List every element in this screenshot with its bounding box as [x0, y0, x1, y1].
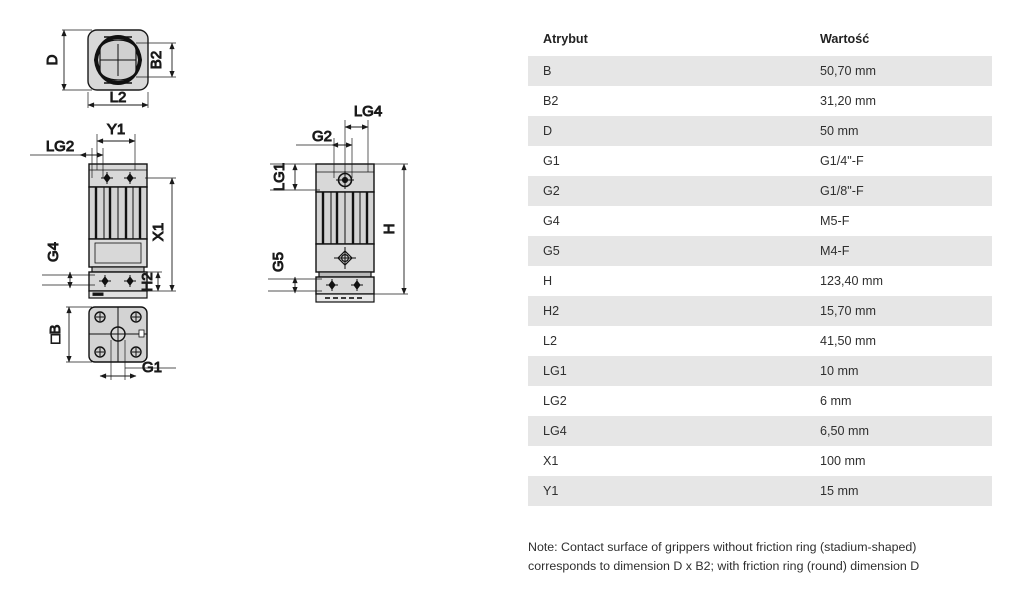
cell-attribute: LG1: [543, 364, 567, 378]
specification-table: Atrybut Wartość B 50,70 mm B2 31,20 mm D 50 m…: [528, 22, 992, 506]
cell-value: G1/4"-F: [820, 154, 864, 168]
cell-value: 6 mm: [820, 394, 852, 408]
cell-value: 15 mm: [820, 484, 859, 498]
table-row: LG4 6,50 mm: [528, 416, 992, 446]
table-row: B 50,70 mm: [528, 56, 992, 86]
dim-label-Y1: Y1: [107, 121, 125, 138]
dim-label-B2: B2: [148, 51, 165, 69]
cell-attribute: X1: [543, 454, 559, 468]
dim-label-B-square: □B: [47, 324, 64, 343]
technical-drawing-panel: D B2 L2: [30, 29, 408, 380]
dim-label-G2: G2: [312, 128, 332, 145]
cell-value: 50,70 mm: [820, 64, 876, 78]
dim-label-H2: H2: [139, 272, 156, 291]
table-row: LG1 10 mm: [528, 356, 992, 386]
cell-value: 31,20 mm: [820, 94, 876, 108]
column-header-value: Wartość: [820, 32, 870, 46]
cell-value: 100 mm: [820, 454, 866, 468]
table-row: G4 M5-F: [528, 206, 992, 236]
cell-value: M5-F: [820, 214, 850, 228]
cell-attribute: G5: [543, 244, 560, 258]
dim-label-G4: G4: [45, 242, 62, 262]
cell-attribute: B2: [543, 94, 559, 108]
cell-attribute: LG2: [543, 394, 567, 408]
cell-attribute: G2: [543, 184, 560, 198]
column-header-attribute: Atrybut: [543, 32, 588, 46]
table-row: B2 31,20 mm: [528, 86, 992, 116]
table-row: G5 M4-F: [528, 236, 992, 266]
cell-attribute: G4: [543, 214, 560, 228]
cell-value: G1/8"-F: [820, 184, 864, 198]
dim-label-LG2: LG2: [46, 138, 74, 155]
cell-value: 41,50 mm: [820, 334, 876, 348]
table-row: D 50 mm: [528, 116, 992, 146]
cell-value: 15,70 mm: [820, 304, 876, 318]
table-row: L2 41,50 mm: [528, 326, 992, 356]
dim-label-H: H: [381, 224, 398, 235]
table-row: LG2 6 mm: [528, 386, 992, 416]
cell-attribute: D: [543, 124, 553, 138]
dim-label-X1: X1: [150, 223, 167, 241]
note-line-2: corresponds to dimension D x B2; with fr…: [528, 559, 920, 573]
dim-label-L2: L2: [110, 89, 127, 106]
front-view: Y1 LG2 X1 H2 G4: [30, 121, 176, 299]
dim-label-LG4: LG4: [354, 103, 382, 120]
table-header-row: Atrybut Wartość: [528, 22, 992, 56]
note-line-1: Note: Contact surface of grippers withou…: [528, 540, 917, 554]
dim-label-D: D: [44, 54, 61, 65]
dim-label-LG1: LG1: [271, 163, 288, 191]
cell-value: 123,40 mm: [820, 274, 883, 288]
table-row: G2 G1/8"-F: [528, 176, 992, 206]
table-row: H 123,40 mm: [528, 266, 992, 296]
dim-label-G5: G5: [270, 252, 287, 272]
top-view: D B2 L2: [44, 29, 176, 108]
side-view: LG4 G2 LG1 G5: [268, 103, 408, 303]
technical-drawing: D B2 L2: [30, 29, 408, 380]
bottom-view: □B G1: [47, 306, 176, 380]
cell-value: 50 mm: [820, 124, 859, 138]
note-block: Note: Contact surface of grippers withou…: [528, 538, 998, 576]
cell-attribute: H: [543, 274, 553, 288]
table-row: Y1 15 mm: [528, 476, 992, 506]
cell-attribute: G1: [543, 154, 560, 168]
dim-label-G1: G1: [142, 359, 162, 376]
cell-attribute: B: [543, 64, 552, 78]
table-row: G1 G1/4"-F: [528, 146, 992, 176]
cell-attribute: L2: [543, 334, 558, 348]
cell-attribute: LG4: [543, 424, 567, 438]
specification-panel: Atrybut Wartość B 50,70 mm B2 31,20 mm D 50 m…: [528, 22, 992, 506]
cell-value: 10 mm: [820, 364, 859, 378]
cell-value: M4-F: [820, 244, 850, 258]
cell-value: 6,50 mm: [820, 424, 869, 438]
cell-attribute: H2: [543, 304, 560, 318]
table-body: B 50,70 mm B2 31,20 mm D 50 mm G1 G1/4"-F G2 G1/8…: [528, 56, 992, 506]
table-row: X1 100 mm: [528, 446, 992, 476]
table-row: H2 15,70 mm: [528, 296, 992, 326]
cell-attribute: Y1: [543, 484, 559, 498]
